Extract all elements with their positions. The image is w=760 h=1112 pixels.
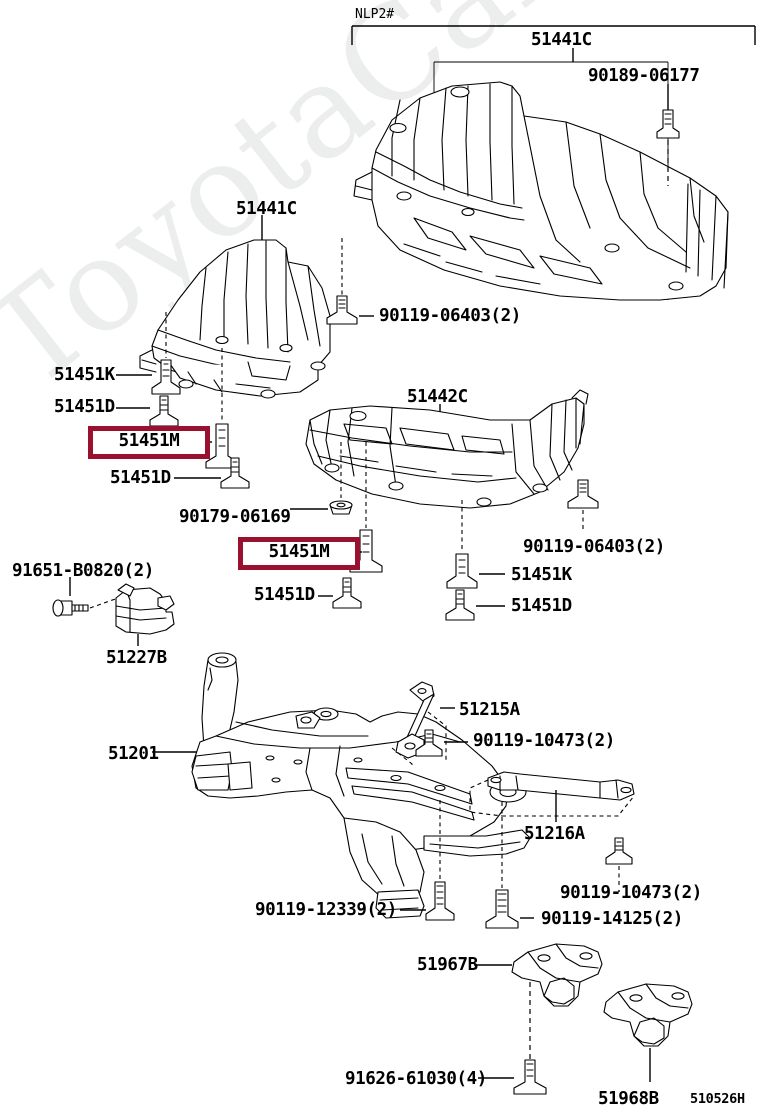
fastener-51451d-second [174,457,250,489]
part-label-l-51227b: 51227B [106,648,167,668]
part-label-l-51451k-b: 51451K [511,565,572,585]
fastener-90119-06403-upper [326,238,374,325]
part-51227b [115,583,175,646]
part-label-l-51451d-d: 51451D [511,596,572,616]
part-51442c [305,389,589,509]
part-label-l-51967b: 51967B [417,955,478,975]
part-label-l-51451d-b: 51451D [110,468,171,488]
part-label-l-51215a: 51215A [459,700,520,720]
part-label-model-group: NLP2# [355,7,395,22]
part-label-l-51442c: 51442C [407,387,468,407]
fastener-90119-10473-upper [415,729,468,757]
fastener-51451k-upper [116,312,181,395]
fastener-91626-61030 [478,1059,547,1095]
part-label-l-51451d-c: 51451D [254,585,315,605]
part-label-l-90179: 90179-06169 [179,507,291,527]
fastener-90119-12339 [400,800,455,921]
fastener-51451d-upper [116,395,179,427]
part-label-l-91626: 91626-61030(4) [345,1069,487,1089]
highlighted-part-hl-51451m-lower[interactable]: 51451M [238,537,360,570]
highlighted-part-number: 51451M [268,542,330,563]
fastener-51451k-lower [446,500,505,589]
part-label-l-51451k-a: 51451K [54,365,115,385]
part-label-l-figcode: 510526H [690,1091,745,1107]
part-51968b [603,983,693,1082]
fastener-90119-10473-lower [605,837,633,892]
part-51441c-top [353,48,729,301]
part-label-l-90119-10473b: 90119-10473(2) [560,883,702,903]
part-label-l-90119-06403b: 90119-06403(2) [523,537,665,557]
part-label-l-90119-14125: 90119-14125(2) [541,909,683,929]
part-label-l-90189: 90189-06177 [588,66,700,86]
part-51441c-mid [139,215,331,399]
part-51967b [474,943,603,1062]
group-bracket-nlp2 [351,25,756,45]
part-label-l-51216a: 51216A [524,824,585,844]
part-label-l-51441c-top: 51441C [531,30,592,50]
fastener-51451d-lower-right [445,589,505,621]
fastener-90179-06169 [290,442,353,515]
fastener-90119-06403-lower [567,479,599,532]
fastener-91651-b0820 [52,577,119,617]
part-51215a [391,681,455,768]
fastener-90189-06177 [656,84,680,186]
highlighted-part-hl-51451m-upper[interactable]: 51451M [88,426,210,459]
part-label-l-90119-06403a: 90119-06403(2) [379,306,521,326]
part-label-l-51441c-mid: 51441C [236,199,297,219]
fastener-90119-14125 [485,802,534,929]
part-label-l-91651: 91651-B0820(2) [12,561,154,581]
part-label-l-51968B: 51968B [598,1089,659,1109]
part-label-l-51201: 51201 [108,744,159,764]
part-label-l-90119-12339: 90119-12339(2) [255,900,397,920]
fastener-51451d-lower-left [318,577,362,609]
highlighted-part-number: 51451M [118,431,180,452]
part-label-l-90119-10473a: 90119-10473(2) [473,731,615,751]
part-label-l-51451d-a: 51451D [54,397,115,417]
part-51216a [469,771,635,822]
part-51201 [152,652,531,919]
